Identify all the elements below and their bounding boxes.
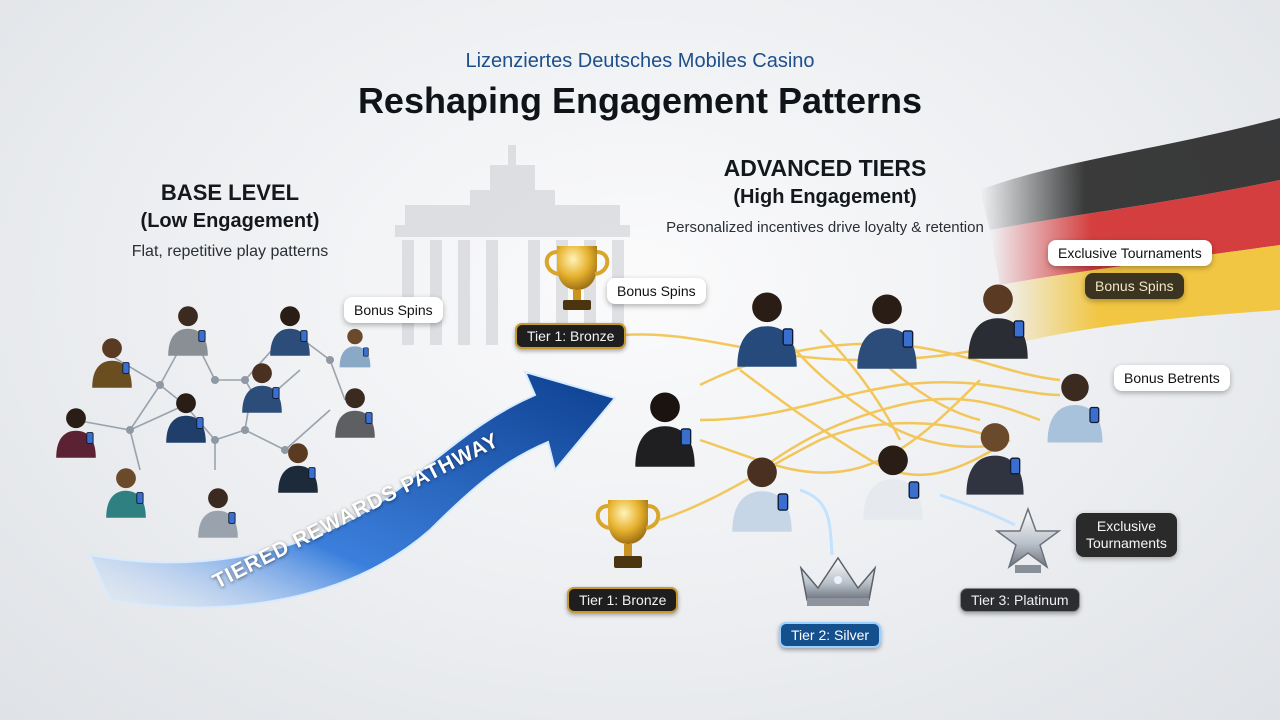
phone-icon — [1013, 320, 1025, 338]
page-title: Reshaping Engagement Patterns — [357, 80, 923, 121]
phone-icon — [365, 412, 373, 424]
bubble-bonus-spins-right: Bonus Spins — [1085, 273, 1184, 299]
tier-badge-bronze-top: Tier 1: Bronze — [515, 323, 627, 349]
person — [56, 408, 96, 458]
person — [198, 488, 238, 538]
phone-icon — [86, 432, 94, 444]
person — [737, 292, 797, 367]
phone-icon — [198, 330, 206, 342]
bubble-line-1: Exclusive — [1096, 518, 1157, 534]
phone-icon — [300, 330, 308, 342]
person — [732, 457, 792, 532]
person — [966, 423, 1024, 495]
advanced-tiers-heading-block: ADVANCED TIERS (High Engagement) Persona… — [640, 155, 1010, 236]
bubble-bonus-spins: Bonus Spins — [607, 278, 706, 304]
bubble-exclusive-tournaments: Exclusive Tournaments — [1048, 240, 1212, 266]
phone-icon — [136, 492, 144, 504]
tier-badge-bronze-bottom: Tier 1: Bronze — [567, 587, 679, 613]
person — [92, 338, 132, 388]
phone-icon — [363, 347, 369, 357]
phone-icon — [902, 330, 914, 348]
person — [335, 388, 375, 438]
bubble-line-2: Tournaments — [1086, 535, 1167, 551]
bubble-exclusive-tournaments-bottom: Exclusive Tournaments — [1076, 513, 1177, 557]
base-level-heading: BASE LEVEL — [160, 180, 300, 205]
bubble-bonus-betrents: Bonus Betrents — [1114, 365, 1230, 391]
person — [339, 328, 371, 368]
base-level-heading-block: BASE LEVEL (Low Engagement) Flat, repeti… — [100, 180, 360, 261]
phone-icon — [782, 328, 794, 346]
phone-icon — [196, 417, 204, 429]
advanced-tiers-subheading: (High Engagement) — [733, 186, 917, 208]
crown-icon — [799, 556, 877, 606]
page-subtitle: Lizenziertes Deutsches Mobiles Casino — [465, 50, 815, 72]
trophy-icon — [544, 246, 610, 310]
phone-icon — [777, 493, 789, 511]
person — [857, 294, 917, 369]
base-level-subheading: (Low Engagement) — [140, 210, 320, 232]
phone-icon — [1009, 457, 1021, 475]
person — [168, 306, 208, 356]
advanced-tiers-description: Personalized incentives drive loyalty & … — [666, 219, 984, 236]
pathway-arrow — [88, 370, 617, 609]
tier-badge-platinum: Tier 3: Platinum — [960, 588, 1080, 612]
person — [106, 468, 146, 518]
star-icon — [994, 506, 1062, 573]
phone-icon — [308, 467, 316, 479]
phone-icon — [1089, 406, 1100, 424]
bubble-base-bonus-spins: Bonus Spins — [344, 297, 443, 323]
base-level-description: Flat, repetitive play patterns — [131, 243, 329, 260]
person — [635, 392, 695, 467]
person — [863, 445, 923, 520]
phone-icon — [680, 428, 692, 446]
advanced-tiers-heading: ADVANCED TIERS — [723, 155, 927, 181]
person — [278, 443, 318, 493]
person — [968, 284, 1028, 359]
person — [242, 363, 282, 413]
tier-badge-silver: Tier 2: Silver — [779, 622, 882, 648]
person — [1047, 373, 1103, 443]
phone-icon — [228, 512, 236, 524]
phone-icon — [908, 481, 920, 499]
person — [270, 306, 310, 356]
person — [166, 393, 206, 443]
phone-icon — [272, 387, 280, 399]
phone-icon — [122, 362, 130, 374]
trophy-icon — [595, 500, 661, 568]
